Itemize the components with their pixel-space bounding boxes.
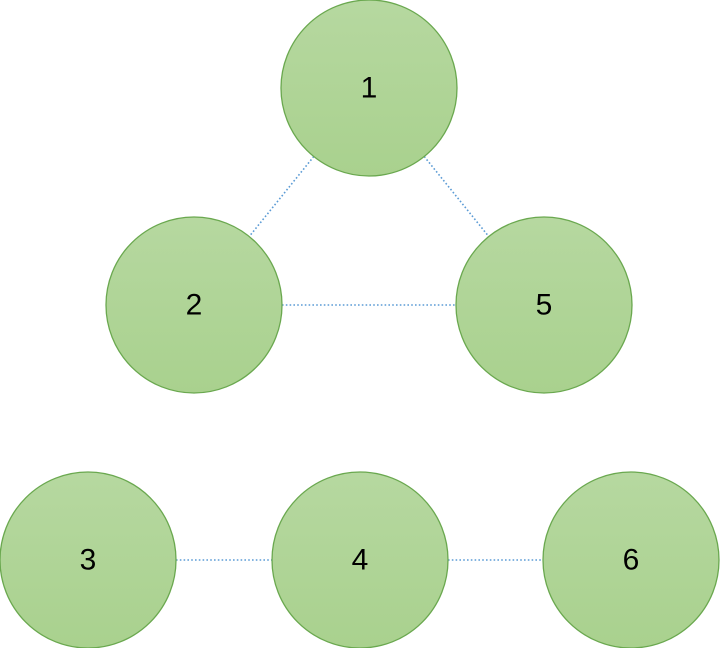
node-label: 6 <box>623 544 640 577</box>
edge-1-2 <box>248 155 315 238</box>
node-circle <box>105 216 283 394</box>
node-3: 3 <box>0 471 177 648</box>
node-2: 2 <box>105 216 283 394</box>
edges-layer <box>176 155 543 561</box>
node-label: 4 <box>352 544 369 577</box>
node-label: 5 <box>536 289 553 322</box>
node-circle <box>0 471 177 648</box>
node-circle <box>271 471 449 648</box>
node-label: 2 <box>186 289 203 322</box>
node-circle <box>280 0 458 177</box>
node-circle <box>455 216 633 394</box>
node-1: 1 <box>280 0 458 177</box>
node-circle <box>542 471 720 648</box>
edge-1-5 <box>423 155 490 238</box>
node-4: 4 <box>271 471 449 648</box>
node-label: 3 <box>80 544 97 577</box>
node-label: 1 <box>361 72 378 105</box>
node-6: 6 <box>542 471 720 648</box>
node-5: 5 <box>455 216 633 394</box>
